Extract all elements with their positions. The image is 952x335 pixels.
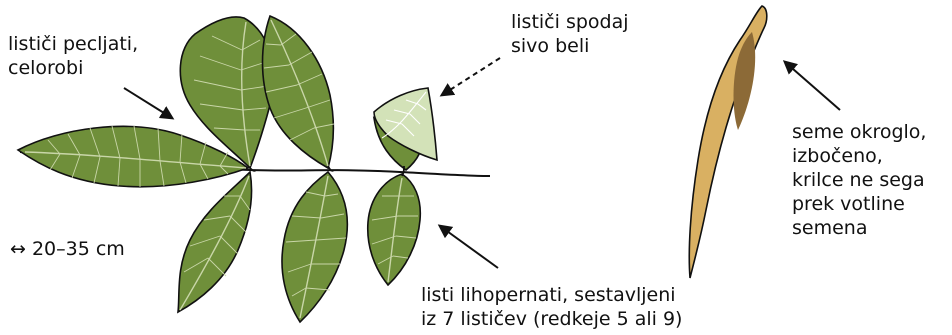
- label-leaflets-underside: lističi spodaj sivo beli: [511, 10, 629, 58]
- arrow-leaflets-underside: [442, 58, 500, 95]
- leaflet-terminal: [18, 126, 248, 187]
- ash-seed: [689, 6, 767, 278]
- label-size: ↔ 20–35 cm: [10, 237, 125, 261]
- arrow-compound-leaf: [440, 226, 498, 268]
- label-leaflets-stalked: lističi pecljati, celorobi: [8, 32, 138, 80]
- leaflet-upper-2: [263, 16, 335, 168]
- leaflet-lower-2: [282, 172, 347, 322]
- arrow-seed: [785, 62, 840, 110]
- label-seed: seme okroglo, izbočeno, krilce ne sega p…: [792, 120, 926, 240]
- leaflet-lower-3: [368, 174, 421, 285]
- label-compound-leaf: listi lihopernati, sestavljeni iz 7 list…: [421, 283, 682, 331]
- arrow-leaflets-stalked: [124, 88, 172, 118]
- leaflet-lower-1: [178, 172, 252, 312]
- leaflet-upper-underside: [374, 88, 437, 170]
